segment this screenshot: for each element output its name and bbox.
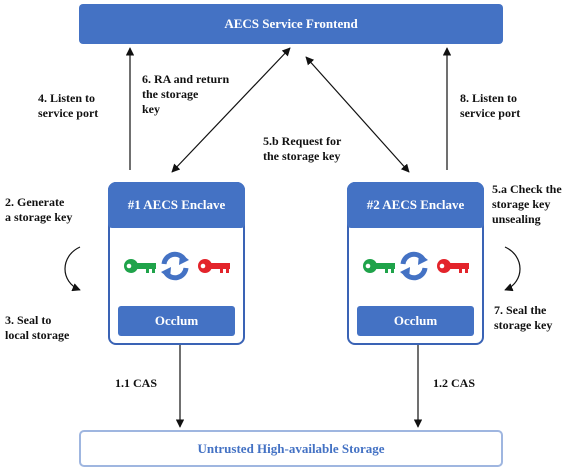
arrow-loop-left	[64, 246, 81, 292]
label-step-7: 7. Seal the storage key	[494, 303, 553, 332]
refresh-icon	[161, 251, 189, 281]
enclave-1-title: #1 AECS Enclave	[108, 182, 245, 228]
green-key-icon	[124, 259, 156, 273]
label-step-3: 3. Seal to local storage	[5, 313, 70, 342]
enclave-2-title: #2 AECS Enclave	[347, 182, 484, 228]
arrow-request-key	[305, 56, 410, 173]
enclave-1-occlum: Occlum	[118, 306, 235, 336]
label-step-5b: 5.b Request for the storage key	[263, 134, 342, 163]
label-step-1-2: 1.2 CAS	[433, 376, 476, 390]
red-key-icon	[198, 259, 230, 273]
storage-box: Untrusted High-available Storage	[79, 430, 503, 467]
arrow-loop-right	[504, 246, 521, 292]
label-step-5a: 5.a Check the storage key unsealing	[492, 182, 562, 226]
green-key-icon	[363, 259, 395, 273]
label-step-1-1: 1.1 CAS	[115, 376, 158, 390]
storage-title: Untrusted High-available Storage	[197, 440, 385, 456]
label-step-8: 8. Listen to service port	[460, 91, 521, 120]
enclave-2: #2 AECS Enclave Oc	[347, 182, 484, 345]
enclave-1: #1 AECS Enclave Oc	[108, 182, 245, 345]
label-step-6: 6. RA and return the storage key	[142, 72, 230, 116]
service-frontend-title: AECS Service Frontend	[224, 16, 358, 31]
enclave-2-icons	[363, 251, 469, 281]
enclave-1-icons	[124, 251, 230, 281]
enclave-2-occlum: Occlum	[357, 306, 474, 336]
red-key-icon	[437, 259, 469, 273]
refresh-icon	[400, 251, 428, 281]
label-step-2: 2. Generate a storage key	[5, 195, 73, 224]
arrow-ra-return	[171, 47, 291, 173]
label-step-4: 4. Listen to service port	[38, 91, 99, 120]
service-frontend-box: AECS Service Frontend	[79, 4, 503, 44]
